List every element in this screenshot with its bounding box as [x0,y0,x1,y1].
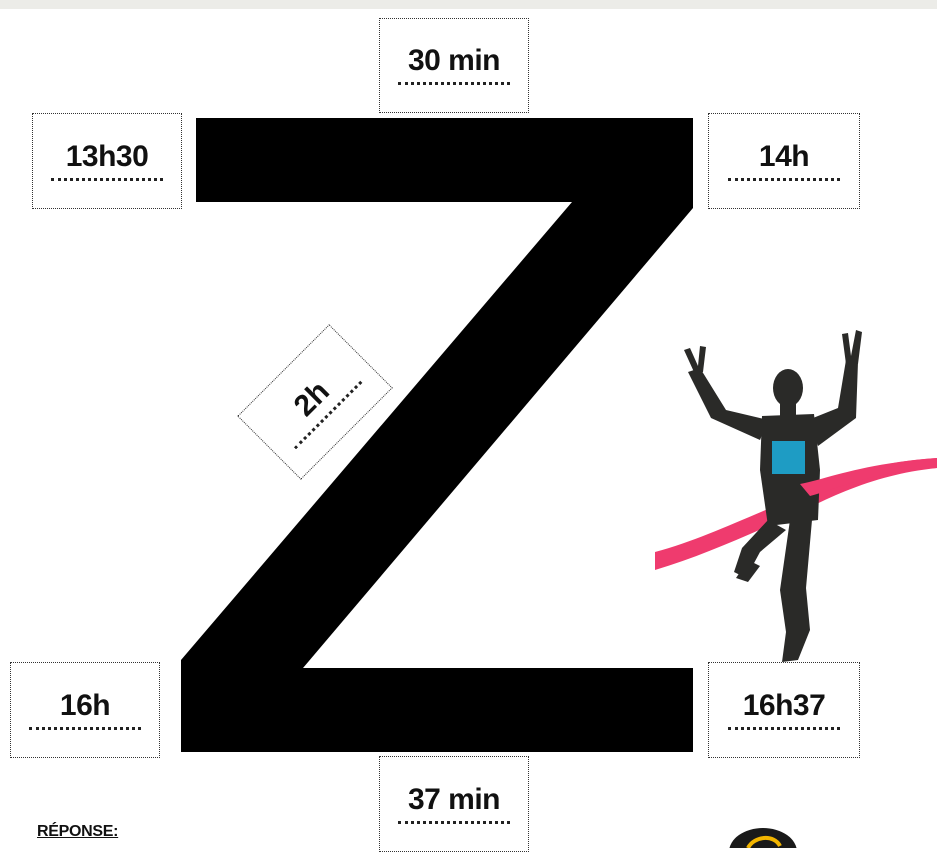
runner-finish-line-icon [650,325,937,665]
label-box-top-left: 13h30 [32,113,182,209]
answer-label: RÉPONSE: [37,823,118,841]
dotted-line [29,727,141,730]
label-box-top: 30 min [379,18,529,113]
dotted-line [728,727,840,730]
label-box-bottom: 37 min [379,756,529,852]
label-top-left: 13h30 [66,142,149,172]
label-top-right: 14h [759,142,809,172]
dotted-line [398,821,510,824]
label-top: 30 min [408,46,500,76]
dotted-line [728,178,840,181]
label-box-bottom-right: 16h37 [708,662,860,758]
label-bottom: 37 min [408,785,500,815]
dotted-line [398,82,510,85]
label-box-top-right: 14h [708,113,860,209]
dotted-line [51,178,163,181]
stopwatch-icon [718,822,808,848]
label-bottom-left: 16h [60,691,110,721]
label-bottom-right: 16h37 [743,691,826,721]
label-box-bottom-left: 16h [10,662,160,758]
